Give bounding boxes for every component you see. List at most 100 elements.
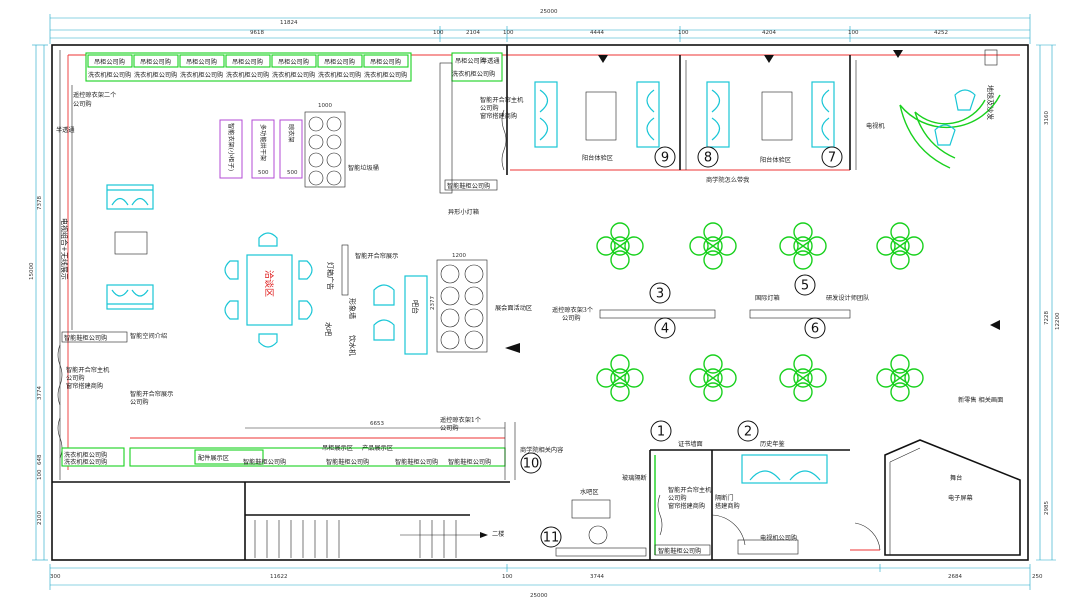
label-front-desk: 吧台 xyxy=(411,300,420,314)
flower-table-icon xyxy=(689,354,737,402)
label-new-retail: 新零售 相关画面 xyxy=(958,396,1003,404)
dim-size-a: 500 xyxy=(258,170,269,176)
label-image-wall: 形象墙 xyxy=(348,298,357,319)
hanging-cabinet xyxy=(179,54,225,68)
bin-circle xyxy=(308,116,324,132)
label-tv-cabinet: 电视机公司购 xyxy=(760,534,797,542)
label-partition-door-1: 隔断门 xyxy=(715,494,734,502)
flower-table-icon xyxy=(876,354,924,402)
cabinet-top-label: 吊柜公司购 xyxy=(94,58,125,66)
label-shoe-cabinet-bottom: 智能鞋柜公司购 xyxy=(658,547,701,555)
label-washer-bottom-2: 洗衣机柜公司购 xyxy=(64,458,107,466)
arrow-down-icon xyxy=(893,50,903,58)
rack-circle xyxy=(464,308,484,328)
flower-tables xyxy=(596,222,924,402)
chair-icon xyxy=(298,260,313,280)
label-water-machine: 饮水机 xyxy=(348,335,357,356)
staircase xyxy=(254,520,488,558)
dim-top-seg-f: 100 xyxy=(678,30,689,36)
shoe-cabinet-top xyxy=(444,179,498,191)
dim-top-seg-a: 9618 xyxy=(250,30,264,36)
dim-top-seg-h: 100 xyxy=(848,30,859,36)
shoe-cabinet-bottom xyxy=(654,544,711,556)
hanging-cabinet xyxy=(271,54,317,68)
cabinet-top-label: 吊柜公司购 xyxy=(232,58,263,66)
bin-circle xyxy=(326,170,342,186)
dim-size-b: 500 xyxy=(287,170,298,176)
curtain-left xyxy=(57,344,63,406)
bin-circle xyxy=(308,152,324,168)
flower-table-icon xyxy=(689,222,737,270)
label-bottom-shoe-c: 智能鞋柜公司购 xyxy=(395,458,438,466)
smart-bin-rack xyxy=(304,111,346,188)
dim-6653: 6653 xyxy=(370,421,384,427)
zone-marker-circle xyxy=(649,282,671,304)
dim-bottom-a: 300 xyxy=(50,574,61,580)
chair-icon xyxy=(298,300,313,320)
label-odd-lamp: 异形小灯箱 xyxy=(448,208,479,216)
label-remote-rack-top-1: 遥控晾衣架二个 xyxy=(73,91,116,99)
curved-sofa xyxy=(899,94,1001,129)
arrow-down-icon xyxy=(764,55,774,63)
sofa-icon xyxy=(534,81,558,148)
label-vertical-stack: 多功能烘干架 xyxy=(259,124,267,161)
purple-cabinet-a xyxy=(219,119,243,179)
cabinet-washer-label: 洗衣机柜公司购 xyxy=(226,71,269,79)
flower-table-icon xyxy=(779,222,827,270)
dim-top-total: 25000 xyxy=(540,9,558,15)
label-shoe-cabinet-left: 智能鞋柜公司购 xyxy=(64,334,107,342)
sofa-icon xyxy=(811,81,835,148)
door-swing xyxy=(711,514,746,546)
cabinet-top-right-a: 吊柜公司购 xyxy=(455,57,486,65)
center-column: 灯箱广告 智能开合帘展示 形象墙 水吧 饮水机 吧台 1200 2377 展会面… xyxy=(324,57,532,356)
dim-right-b: 12200 xyxy=(1055,312,1061,330)
sofa-icon xyxy=(636,81,660,148)
dim-left-d: 100 xyxy=(37,469,43,480)
zone-marker-circle xyxy=(794,274,816,296)
label-bottom-shoe-a: 智能鞋柜公司购 xyxy=(243,458,286,466)
label-curtain-bottom-3: 窗帘搭建商购 xyxy=(668,502,705,510)
armchair-icon xyxy=(373,284,395,306)
zone-number: 4 xyxy=(661,322,669,337)
sofa-icon xyxy=(106,184,154,210)
label-bottom-shoe-d: 智能鞋柜公司购 xyxy=(448,458,491,466)
cabinet-washer-label: 洗衣机柜公司购 xyxy=(180,71,223,79)
tv-cabinet-box xyxy=(114,231,148,255)
purple-cabinet-b xyxy=(251,119,275,179)
dim-bottom-c: 100 xyxy=(502,574,513,580)
dim-bottom-total: 25000 xyxy=(530,593,548,599)
label-history: 历史年鉴 xyxy=(760,440,785,448)
arrow-down-icon xyxy=(598,55,608,63)
label-water-bar: 水吧 xyxy=(324,322,333,336)
hanging-cabinet xyxy=(317,54,363,68)
cabinet-top-label: 吊柜公司购 xyxy=(324,58,355,66)
dim-bottom-e: 2684 xyxy=(948,574,962,580)
cabinet-top-label: 吊柜公司购 xyxy=(278,58,309,66)
curtain-top xyxy=(501,109,507,171)
label-business-school: 商学院怎么带我 xyxy=(706,176,749,184)
cabinet-top-label: 吊柜公司购 xyxy=(370,58,401,66)
label-curtain-main-left-3: 窗帘搭建商购 xyxy=(66,382,103,390)
label-curtain-main-left-1: 智能开合帘主机 xyxy=(66,366,110,374)
balcony-table-a xyxy=(585,91,617,141)
label-electronic-exhibit: 电视组合+无线展示 xyxy=(60,218,69,280)
label-curtain-show-left-1: 智能开合帘展示 xyxy=(130,390,173,398)
zone-number: 6 xyxy=(811,322,819,337)
zone-number: 7 xyxy=(828,151,836,166)
zone-marker-circle xyxy=(650,420,672,442)
rack-circle xyxy=(440,330,460,350)
rack-circle xyxy=(440,308,460,328)
wine-rack xyxy=(436,259,488,353)
dim-left-e: 2100 xyxy=(37,511,43,525)
label-curtain-main-left-2: 公司购 xyxy=(66,374,85,382)
dimension-lines: 25000 11824 9618 100 2104 100 4444 100 4… xyxy=(29,9,1061,599)
chair-icon xyxy=(258,333,278,348)
label-remote-rack-1-b: 公司购 xyxy=(440,424,459,432)
bin-circle xyxy=(308,134,324,150)
dim-right-a: 3160 xyxy=(1044,111,1050,125)
dim-top-seg-e: 4444 xyxy=(590,30,604,36)
flower-table-icon xyxy=(596,222,644,270)
label-vertical-b: 智能衣架(小柜子) xyxy=(227,123,235,171)
washer-cabinet-bottom xyxy=(61,447,125,467)
